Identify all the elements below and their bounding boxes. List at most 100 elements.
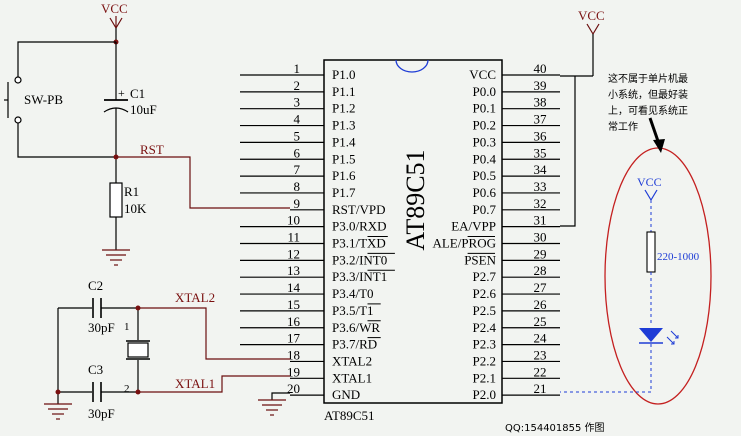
xtal1-net-label: XTAL1 [175, 376, 215, 391]
pin-number: 30 [534, 230, 547, 245]
pin-name: P2.1 [473, 370, 496, 385]
pin-name: P1.3 [332, 118, 355, 133]
c2-name: C2 [88, 278, 103, 293]
pin-name: RST/VPD [332, 202, 385, 217]
pin-number: 29 [534, 246, 547, 261]
chip-pin-24: 24 P2.3 [473, 331, 560, 352]
r1-value: 10K [124, 201, 147, 216]
pin-name: P3.7/RD [332, 337, 377, 352]
pin-name: P2.4 [473, 320, 497, 335]
r1-name: R1 [124, 184, 139, 199]
pin-number: 14 [287, 280, 301, 295]
pin-number: 17 [287, 331, 301, 346]
pin-name: P2.2 [473, 353, 496, 368]
pin-name: P3.2/INT0 [332, 252, 387, 267]
pin-name: P0.5 [473, 168, 496, 183]
vcc-label-led: VCC [637, 175, 662, 189]
pin-name: P0.6 [473, 185, 497, 200]
c3-name: C3 [88, 362, 103, 377]
crystal [127, 342, 149, 358]
chip-pin-4: 4 P1.3 [240, 112, 355, 133]
pin-number: 4 [294, 112, 301, 127]
chip-pin-9: 9 RST/VPD [290, 196, 385, 217]
pin-number: 24 [534, 331, 548, 346]
pin-name: P3.6/WR [332, 320, 380, 335]
pin-name: P1.1 [332, 84, 355, 99]
pin-number: 10 [287, 213, 300, 228]
pin-number: 15 [287, 297, 300, 312]
c3-value: 30pF [88, 406, 115, 421]
at89c51-chip: AT89C51 AT89C51 [323, 59, 503, 423]
pin-name: P2.0 [473, 387, 496, 402]
pin-number: 5 [294, 128, 301, 143]
sw-pb-switch: SW-PB [4, 76, 63, 124]
pin-number: 28 [534, 263, 547, 278]
pin-number: 33 [534, 179, 547, 194]
pin-name: P0.2 [473, 118, 496, 133]
pin-number: 6 [294, 145, 301, 160]
chip-pin-17: 17 P3.7/RD [240, 331, 381, 352]
pin-number: 9 [294, 196, 301, 211]
rst-net-label: RST [140, 142, 164, 157]
led-resistor [646, 231, 656, 273]
pin-number: 16 [287, 314, 301, 329]
pin-name: P2.3 [473, 337, 496, 352]
pin-name: P3.5/T1 [332, 303, 374, 318]
pin-name: P1.5 [332, 151, 355, 166]
chip-pin-12: 12 P3.2/INT0 [240, 246, 395, 267]
chip-pin-2: 2 P1.1 [240, 78, 355, 99]
pin-number: 11 [287, 230, 300, 245]
pin-number: 23 [534, 347, 547, 362]
pin-name: VCC [469, 67, 496, 82]
chip-pin-19: 19 XTAL1 [287, 364, 372, 385]
chip-pin-16: 16 P3.6/WR [240, 314, 381, 335]
pin-name: P1.2 [332, 101, 355, 116]
pin-number: 13 [287, 263, 300, 278]
pin-name: P2.5 [473, 303, 496, 318]
pin-name: P0.7 [473, 202, 497, 217]
ground-symbol-xtal [44, 403, 72, 420]
pin-number: 36 [534, 128, 548, 143]
pin-number: 39 [534, 78, 547, 93]
chip-pin-23: 23 P2.2 [473, 347, 560, 368]
pin-number: 12 [287, 246, 300, 261]
pin-number: 19 [287, 364, 300, 379]
c1-name: C1 [130, 86, 145, 101]
pin-name: P0.1 [473, 101, 496, 116]
c1-capacitor: + C1 10uF [103, 86, 157, 117]
crystal-pin1: 1 [124, 321, 130, 333]
pin-number: 2 [294, 78, 301, 93]
pin-number: 35 [534, 145, 547, 160]
footer-credit: QQ:154401855 作图 [505, 422, 605, 434]
pin-name: P1.7 [332, 185, 356, 200]
pin-number: 40 [534, 61, 547, 76]
pin-name: P2.7 [473, 269, 497, 284]
pin-number: 1 [294, 61, 301, 76]
ground-symbol-reset [102, 249, 130, 266]
pin-name: P1.0 [332, 67, 355, 82]
c1-value: 10uF [130, 102, 157, 117]
chip-pin-1: 1 P1.0 [240, 61, 355, 82]
pin-name: P3.3/INT1 [332, 269, 387, 284]
chip-pin-6: 6 P1.5 [240, 145, 355, 166]
pin-number: 31 [534, 213, 547, 228]
pin-name: XTAL1 [332, 370, 372, 385]
chip-pin-15: 15 P3.5/T1 [240, 297, 381, 318]
pin-number: 20 [287, 381, 300, 396]
pin-number: 27 [534, 280, 548, 295]
pin-number: 22 [534, 364, 547, 379]
